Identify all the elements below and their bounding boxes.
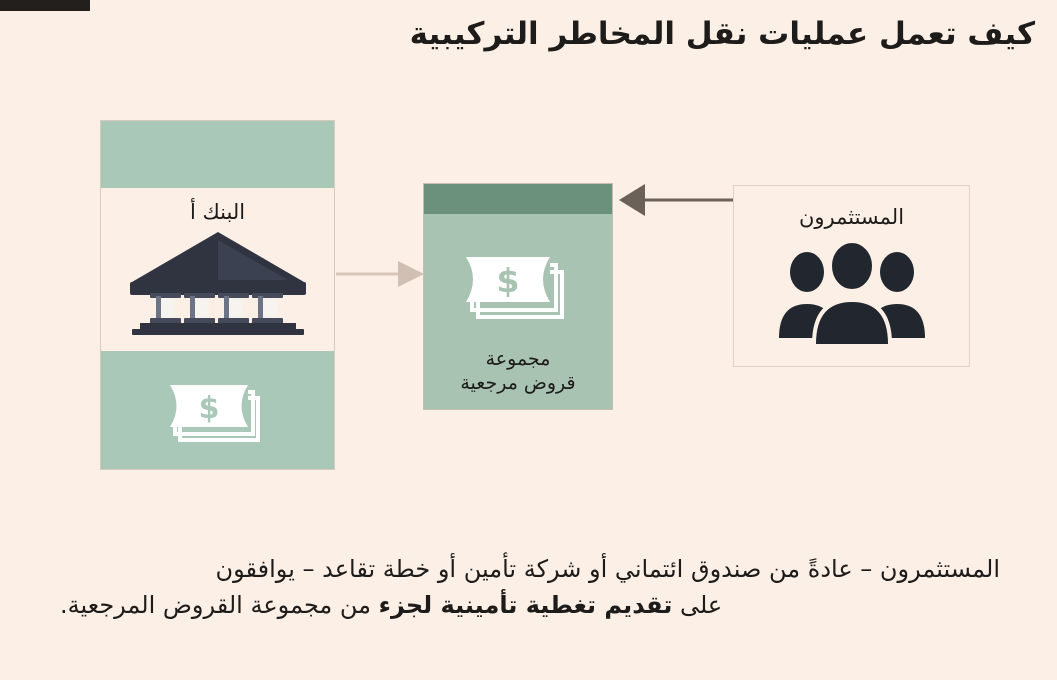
pool-label: مجموعة قروض مرجعية — [460, 348, 575, 396]
money-stack-icon: $ — [166, 372, 270, 448]
top-accent-bar — [0, 0, 90, 11]
caption-line-2-suffix: من مجموعة القروض المرجعية. — [60, 590, 379, 619]
bank-box-bottom-band: $ — [101, 351, 334, 469]
diagram-canvas: البنك أ — [100, 120, 970, 470]
bank-label: البنك أ — [189, 200, 246, 224]
svg-text:$: $ — [497, 261, 520, 300]
pool-label-line-2: قروض مرجعية — [460, 371, 576, 394]
caption-line-2: على تقديم تغطية تأمينية لجزء من مجموعة ا… — [60, 588, 1000, 624]
bank-box-top-band — [101, 121, 334, 188]
investors-box: المستثمرون — [733, 185, 970, 367]
svg-text:$: $ — [198, 391, 219, 426]
three-people-group-icon — [777, 239, 927, 348]
reference-loan-pool-box: $ مجموعة قروض مرجعية — [423, 183, 613, 410]
bank-box: البنك أ — [100, 120, 335, 470]
caption-line-2-prefix: على — [672, 590, 723, 619]
investors-label: المستثمرون — [798, 205, 905, 229]
caption-line-1: المستثمرون – عادةً من صندوق ائتماني أو ش… — [215, 555, 1000, 583]
caption: المستثمرون – عادةً من صندوق ائتماني أو ش… — [60, 552, 1000, 623]
arrow-bank-to-pool — [336, 258, 424, 290]
money-stack-icon: $ — [462, 244, 574, 326]
arrow-investors-to-pool — [611, 182, 735, 218]
bank-box-middle: البنك أ — [101, 188, 334, 351]
pool-label-line-1: مجموعة — [485, 348, 551, 370]
caption-line-2-bold: تقديم تغطية تأمينية لجزء — [378, 590, 673, 619]
pool-box-top-band — [424, 184, 612, 214]
page-title: كيف تعمل عمليات نقل المخاطر التركيبية — [409, 16, 1035, 52]
bank-building-icon — [128, 230, 308, 340]
